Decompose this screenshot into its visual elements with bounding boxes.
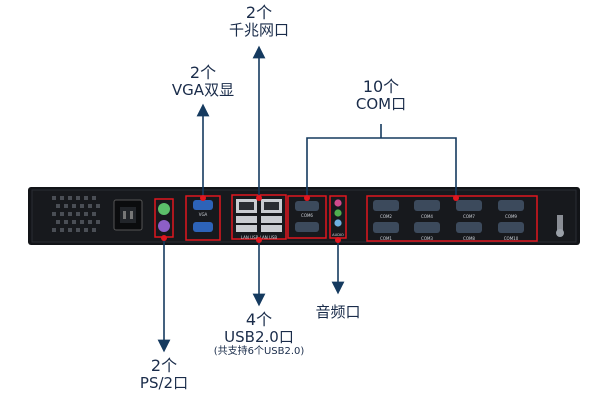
leader-lines: [157, 45, 457, 353]
ps2-ports: [154, 198, 174, 238]
vga-count: 2个: [189, 63, 217, 82]
usb-note: (共支持6个USB2.0): [213, 345, 305, 357]
lan-count: 2个: [245, 3, 273, 22]
audio-label: 音频口: [303, 304, 373, 321]
com-label-6: COM3: [421, 236, 433, 241]
com-label-8: COM10: [504, 236, 519, 241]
usb-name: USB2.0口: [224, 327, 294, 346]
com-label: 10个 COM口: [336, 78, 426, 113]
vga-top-text: VGA: [199, 212, 208, 217]
ground-screw: [556, 215, 564, 237]
ps2-count: 2个: [150, 356, 178, 375]
com-pair-text: COM6: [301, 213, 313, 218]
ps2-label: 2个 PS/2口: [124, 357, 204, 392]
vga-name: VGA双显: [171, 80, 235, 99]
power-socket: [113, 199, 143, 231]
com-label-1: COM2: [380, 214, 392, 219]
com-name: COM口: [355, 94, 407, 113]
vga-label: 2个 VGA双显: [153, 64, 253, 99]
lan-name: 千兆网口: [228, 20, 289, 39]
com-label-2: COM4: [421, 214, 433, 219]
audio-jacks: AUDIO: [329, 195, 347, 239]
lan-label: 2个 千兆网口: [219, 4, 299, 39]
com-label-7: COM8: [463, 236, 475, 241]
com-count: 10个: [362, 77, 400, 96]
audio-name: 音频口: [315, 303, 361, 321]
com-label-3: COM7: [463, 214, 475, 219]
com-group: COM2 COM4 COM7 COM9 COM1 COM3 COM8 COM10: [366, 195, 538, 242]
usb-count: 4个: [245, 310, 273, 329]
audio-text: AUDIO: [332, 233, 344, 237]
com-label-4: COM9: [505, 214, 517, 219]
usb-label: 4个 USB2.0口 (共支持6个USB2.0): [194, 311, 324, 357]
callout-dots: [161, 195, 459, 243]
ps2-name: PS/2口: [139, 373, 189, 392]
vent-grid: [52, 196, 100, 232]
com-label-5: COM1: [380, 236, 392, 241]
